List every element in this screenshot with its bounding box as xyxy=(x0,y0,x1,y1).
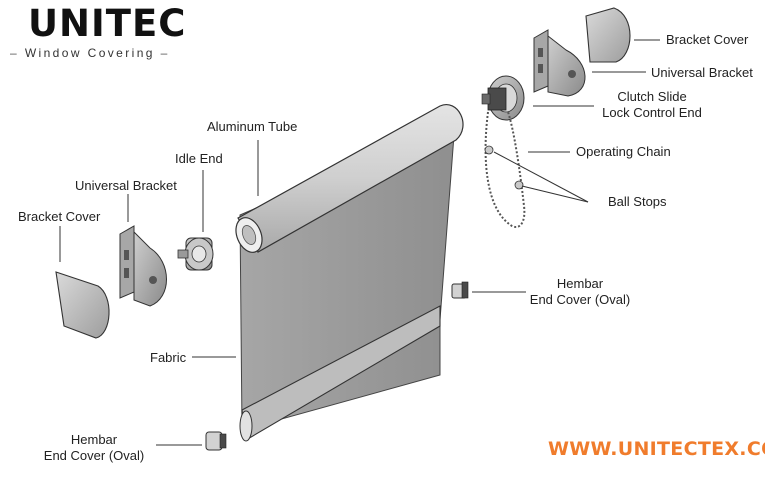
hembar xyxy=(239,305,441,442)
label-idle-end: Idle End xyxy=(175,151,223,166)
label-operating-chain: Operating Chain xyxy=(576,144,671,159)
label-bracket-cover-right: Bracket Cover xyxy=(666,32,749,47)
label-hembar-right: Hembar End Cover (Oval) xyxy=(526,276,634,308)
brand: UNITEC – Window Covering – xyxy=(10,2,202,64)
label-hembar-right-line1: Hembar xyxy=(556,276,604,291)
brand-tagline-row: – Window Covering – xyxy=(10,46,170,60)
universal-bracket-left xyxy=(119,225,167,307)
aluminum-tube xyxy=(235,104,464,253)
label-fabric: Fabric xyxy=(150,350,187,365)
label-hembar-right-line2: End Cover (Oval) xyxy=(529,292,631,307)
bracket-cover-right xyxy=(585,7,631,63)
label-universal-bracket-right: Universal Bracket xyxy=(651,65,753,80)
ball-stops xyxy=(484,145,524,190)
brand-tagline: Window Covering xyxy=(24,46,155,60)
idle-end xyxy=(177,237,214,271)
tagline-dash-right: – xyxy=(160,46,170,60)
tagline-dash-left: – xyxy=(10,46,20,60)
label-hembar-left-line1: Hembar xyxy=(70,432,118,447)
website-url: WWW.UNITECTEX.COM xyxy=(548,438,765,460)
clutch-slide xyxy=(481,75,525,121)
label-clutch-slide-line2: Lock Control End xyxy=(602,105,702,120)
bracket-cover-left xyxy=(55,271,110,339)
label-clutch-slide: Clutch Slide Lock Control End xyxy=(600,89,704,121)
label-clutch-slide-line1: Clutch Slide xyxy=(617,89,687,104)
label-ball-stops: Ball Stops xyxy=(608,194,667,209)
universal-bracket-right xyxy=(533,29,586,97)
brand-logo: UNITEC xyxy=(28,2,187,45)
label-hembar-left: Hembar End Cover (Oval) xyxy=(40,432,148,464)
label-universal-bracket-left: Universal Bracket xyxy=(75,178,177,193)
label-hembar-left-line2: End Cover (Oval) xyxy=(43,448,145,463)
label-aluminum-tube: Aluminum Tube xyxy=(207,119,298,134)
hembar-end-cover-right xyxy=(451,281,469,299)
operating-chain xyxy=(484,111,526,228)
label-bracket-cover-left: Bracket Cover xyxy=(18,209,101,224)
hembar-end-cover-left xyxy=(205,431,227,451)
leader-lines xyxy=(59,39,660,446)
